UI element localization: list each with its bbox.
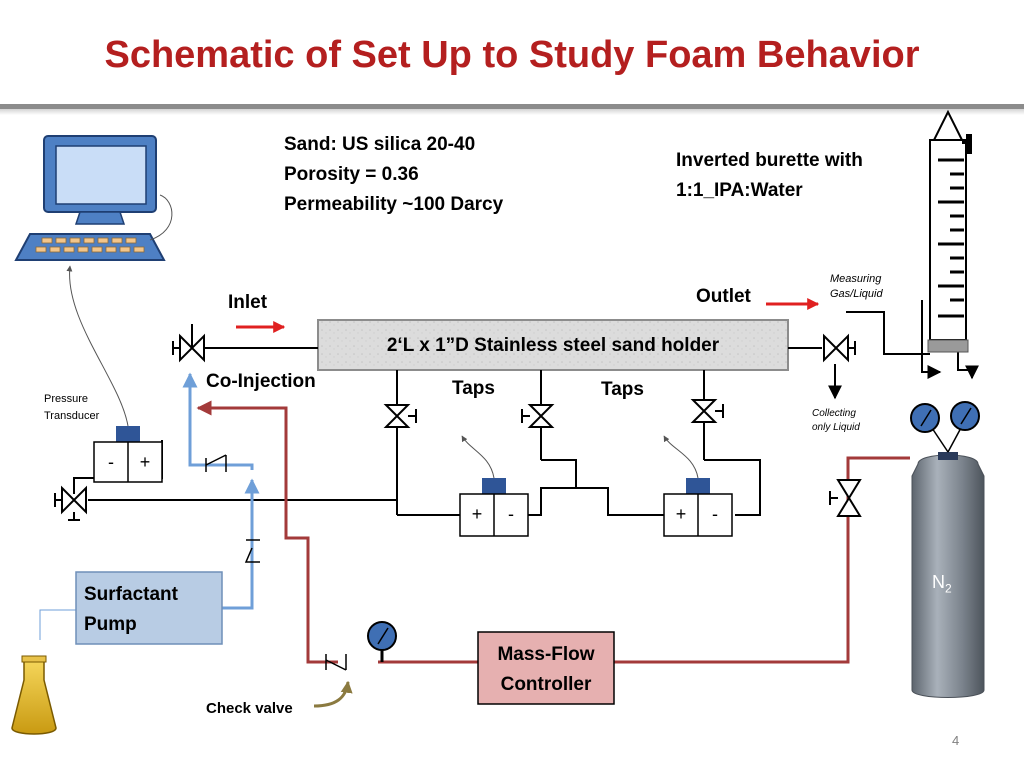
slide-title: Schematic of Set Up to Study Foam Behavi… [104, 34, 920, 76]
surfactant-pump-line: Pump [84, 614, 137, 635]
sand-info: Sand: US silica 20-40 Porosity = 0.36 Pe… [284, 130, 503, 220]
pressure-transducer-line: Pressure [44, 393, 89, 405]
sand-info-line: Sand: US silica 20-40 [284, 134, 476, 155]
taps-label-right: Taps [601, 379, 644, 400]
mass-flow-line: Controller [500, 674, 592, 695]
sand-info-line: Permeability ~100 Darcy [284, 194, 504, 215]
collecting-label: Collecting only Liquid [812, 407, 860, 435]
surfactant-pump-line: Surfactant [84, 584, 178, 605]
check-valve-label: Check valve [206, 700, 293, 717]
measuring-line: Gas/Liquid [830, 288, 883, 300]
transducer-right-plus: + [675, 504, 687, 524]
n2-symbol: N [932, 572, 945, 592]
pressure-transducer-left [93, 426, 163, 483]
nitrogen-cylinder-icon [910, 401, 985, 698]
pressure-transducer-right [663, 478, 733, 537]
burette-info-line: Inverted burette with [676, 150, 863, 171]
transducer-right-minus: - [712, 504, 718, 524]
valve-icon [54, 324, 862, 521]
sand-info-line: Porosity = 0.36 [284, 164, 419, 185]
collecting-line: Collecting [812, 408, 856, 419]
flask-icon [11, 655, 57, 735]
surfactant-pump-label: Surfactant Pump [84, 580, 178, 640]
transducer-left-minus: - [108, 452, 114, 472]
transducer-mid-plus: + [471, 504, 483, 524]
burette-info: Inverted burette with 1:1_IPA:Water [676, 146, 863, 206]
n2-subscript: 2 [945, 581, 952, 596]
inlet-label: Inlet [228, 292, 268, 313]
transducer-left-plus: + [139, 452, 151, 472]
check-valve-icon [205, 454, 347, 671]
burette-icon [927, 109, 972, 353]
transducer-mid-minus: - [508, 504, 514, 524]
collecting-line: only Liquid [812, 422, 860, 433]
sand-holder-label: 2‘L x 1”D Stainless steel sand holder [386, 335, 720, 356]
title-divider-shadow [0, 109, 1024, 115]
title-divider [0, 104, 1024, 109]
pressure-transducer-label: Pressure Transducer [44, 391, 99, 425]
page-number: 4 [952, 733, 960, 748]
taps-label-left: Taps [452, 378, 495, 399]
measuring-line: Measuring [830, 273, 882, 285]
surfactant-pump [75, 571, 223, 645]
burette-info-line: 1:1_IPA:Water [676, 180, 803, 201]
outlet-label: Outlet [696, 286, 751, 307]
sand-holder [317, 319, 789, 371]
n2-label: N2 [932, 572, 952, 596]
mass-flow-label: Mass-Flow Controller [478, 640, 614, 700]
gauge-icon [367, 621, 397, 662]
pressure-transducer-line: Transducer [44, 410, 100, 422]
mass-flow-controller [477, 631, 615, 705]
co-injection-label: Co-Injection [206, 371, 316, 392]
pressure-transducer-mid [459, 478, 529, 537]
mass-flow-line: Mass-Flow [497, 644, 595, 665]
computer-icon [14, 135, 173, 261]
measuring-label: Measuring Gas/Liquid [830, 272, 883, 302]
